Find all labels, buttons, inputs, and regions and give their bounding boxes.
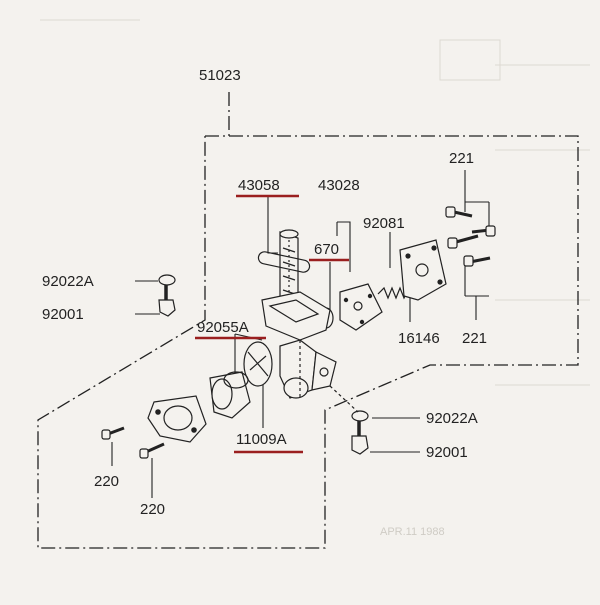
fuel-lever: [209, 371, 251, 419]
leader-lines: [111, 170, 490, 498]
label-43028: 43028: [318, 177, 360, 194]
right-bolt: [329, 385, 369, 455]
lever-plate: [147, 395, 207, 443]
part-labels: 51023 43058 43028 670 92081 221 221 1614…: [42, 67, 487, 518]
plate-screws: [101, 426, 165, 459]
left-bolt: [158, 274, 176, 317]
screen-o-ring: [257, 251, 311, 273]
highlight-underlines: [195, 194, 349, 454]
label-221-bottom: 221: [462, 330, 487, 347]
label-92022A-left: 92022A: [42, 273, 94, 290]
assembly-outline: [37, 92, 579, 549]
label-51023: 51023: [199, 67, 241, 84]
ghost-text: APR.11 1988: [380, 526, 445, 538]
label-92022A-right: 92022A: [426, 410, 478, 427]
spring: [377, 286, 409, 300]
cover-screws: [445, 206, 496, 267]
label-92001-right: 92001: [426, 444, 468, 461]
background-bleed: [40, 19, 590, 386]
label-221-top: 221: [449, 150, 474, 167]
label-220-a: 220: [94, 473, 119, 490]
label-16146: 16146: [398, 330, 440, 347]
label-670: 670: [314, 241, 339, 258]
label-43058: 43058: [238, 177, 280, 194]
fuel-cock-parts: [101, 206, 496, 459]
fuel-cock-body: [261, 291, 337, 399]
label-92055A: 92055A: [197, 319, 249, 336]
label-11009A: 11009A: [236, 431, 287, 448]
label-220-b: 220: [140, 501, 165, 518]
label-92081: 92081: [363, 215, 405, 232]
label-92001-left: 92001: [42, 306, 84, 323]
